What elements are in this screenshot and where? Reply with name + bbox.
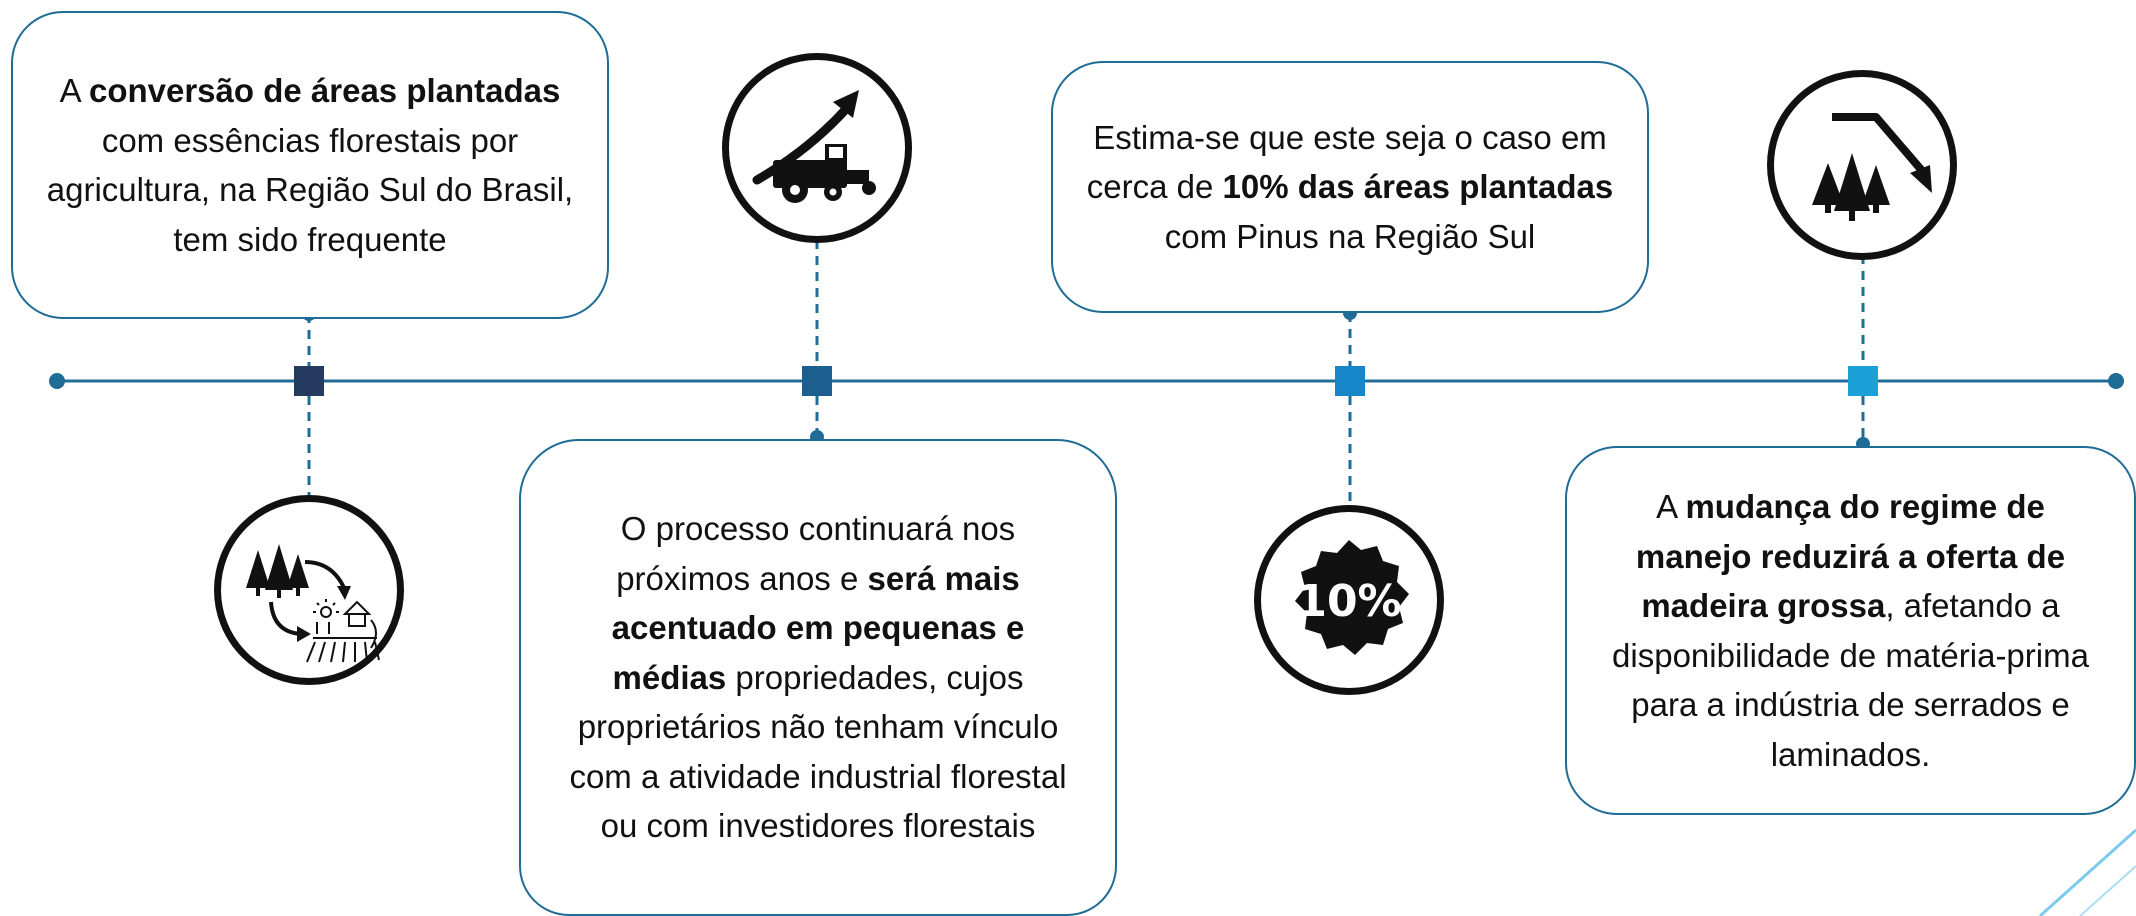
timeline-marker-2 [802,366,832,396]
corner-decoration-2 [2079,865,2136,916]
event-1-text: A conversão de áreas plantadas com essên… [46,72,574,258]
event-4-text: A mudança do regime de manejo reduzirá a… [1612,488,2089,773]
trees-falling-arrow-icon [1767,70,1957,260]
timeline-end-dot [2108,373,2124,389]
harvester-rising-arrow-icon [722,53,912,243]
event-4-text-box: A mudança do regime de manejo reduzirá a… [1565,446,2136,815]
timeline-marker-1 [294,366,324,396]
timeline-start-dot [49,373,65,389]
ten-percent-badge-icon: 10% [1254,505,1444,695]
timeline-marker-4 [1848,366,1878,396]
event-2-text: O processo continuará nos próximos anos … [569,510,1067,845]
event-1-text-box: A conversão de áreas plantadas com essên… [11,11,609,319]
timeline-marker-3 [1335,366,1365,396]
forest-to-agriculture-icon [214,495,404,685]
corner-decoration [2038,828,2136,916]
svg-text:10%: 10% [1296,576,1401,627]
event-3-text: Estima-se que este seja o caso em cerca … [1086,118,1614,255]
event-2-text-box: O processo continuará nos próximos anos … [519,439,1117,916]
event-3-text-box: Estima-se que este seja o caso em cerca … [1051,61,1649,313]
